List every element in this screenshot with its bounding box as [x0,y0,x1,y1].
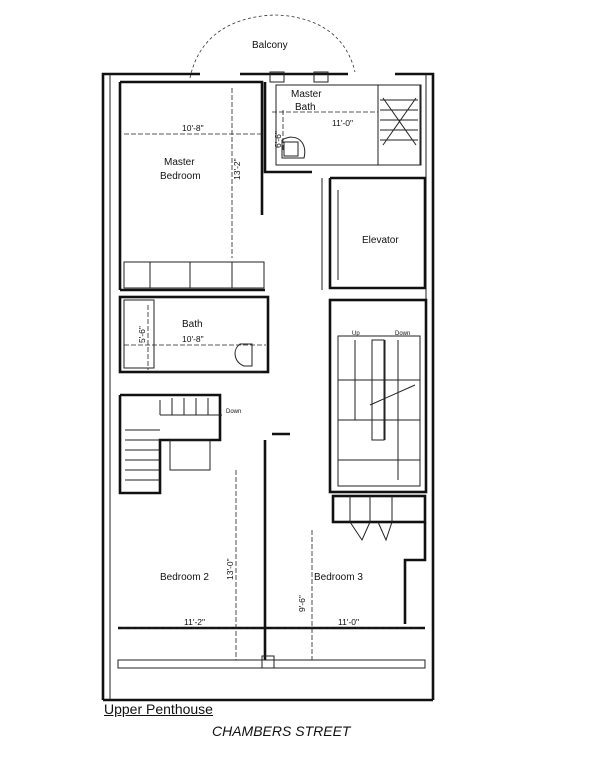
elevator-label: Elevator [362,235,399,246]
bedroom2-depth-label: 13'-0" [225,558,235,580]
master-bedroom-label-line1: Master [164,157,195,168]
floor-title: Upper Penthouse [104,701,213,717]
master-bath-width-label: 11'-0" [332,118,353,128]
street-title: CHAMBERS STREET [212,723,351,739]
stair-up-label: Up [352,331,360,337]
small-stair-down-label: Down [226,409,241,415]
bedroom2-label: Bedroom 2 [160,572,209,583]
bath-width-label: 10'-8" [182,334,204,344]
master-bath-label-line2: Bath [295,102,316,113]
master-bedroom-depth-label: 13'-2" [232,158,242,180]
bedroom3-depth-label: 9'-6" [297,595,307,612]
master-bath-depth-label: 6'-6" [273,131,283,148]
balcony-label: Balcony [252,40,288,51]
master-bedroom-label-line2: Bedroom [160,171,201,182]
master-bedroom-width-label: 10'-8" [182,123,204,133]
bedroom2-width-label: 11'-2" [184,617,205,627]
core-walls [321,176,428,624]
stair-down-label: Down [395,331,410,337]
master-suite-walls [118,71,422,292]
bedroom-walls [117,432,426,669]
dimension-lines [122,88,420,660]
lower-stair [118,393,222,495]
bedroom3-width-label: 11'-0" [338,617,359,627]
master-bath-label-line1: Master [291,89,322,100]
bath-walls [118,295,270,374]
bath-depth-label: 5'-6" [137,326,147,343]
bath-label: Bath [182,319,203,330]
bedroom3-label: Bedroom 3 [314,572,363,583]
